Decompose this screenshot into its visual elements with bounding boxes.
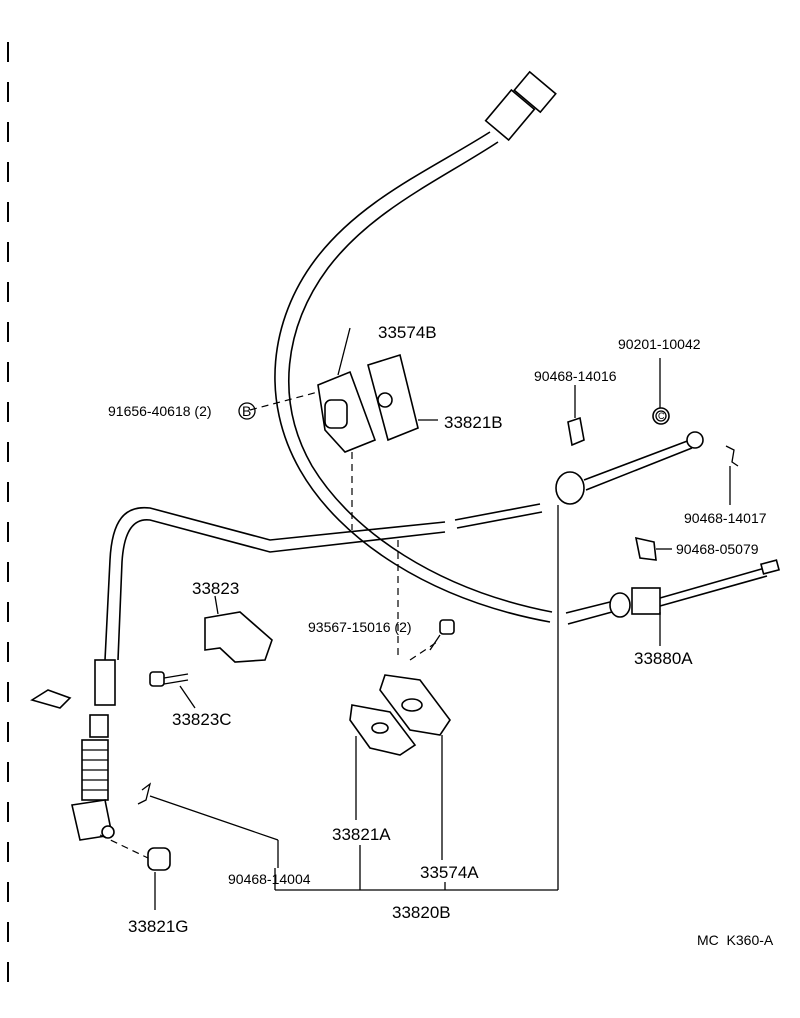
plate-33821B [367,353,419,442]
select-cable [104,431,704,661]
clip-90468-14004 [137,782,152,805]
label-91656-40618: 91656-40618 (2) [108,403,212,419]
label-90468-05079: 90468-05079 [676,541,759,557]
lever-33574A [379,674,451,736]
label-33574B: 33574B [378,323,437,342]
bolt-93567 [429,619,455,651]
bracket-33823 [204,611,273,663]
clip-90468-14017 [725,445,739,467]
marker-b: B [242,403,251,419]
bracket-33574B [317,370,377,453]
label-33821G: 33821G [128,917,189,936]
cable-end-eye [686,431,704,449]
label-33574A: 33574A [420,863,479,882]
label-33880A: 33880A [634,649,693,668]
label-93567-15016: 93567-15016 (2) [308,619,412,635]
shift-cable [274,70,613,625]
marker-b-circle [238,402,256,420]
label-90468-14016: 90468-14016 [534,368,617,384]
marker-c: C [658,411,665,421]
label-33821B: 33821B [444,413,503,432]
cable-end-fitting-top [484,88,536,142]
left-cable-end-assembly [71,659,116,841]
marker-c-circle [655,410,667,422]
plate-33821A [349,704,417,756]
nut-90201-10042 [652,407,670,425]
clip-90468-14016 [567,416,585,447]
label-33823C: 33823C [172,710,232,729]
label-90201-10042: 90201-10042 [618,336,701,352]
label-33823: 33823 [192,579,239,598]
clip-left [30,689,72,709]
cable-end-boot [555,471,585,505]
label-90468-14017: 90468-14017 [684,510,767,526]
cushion-33821G [147,847,171,871]
leader-lines [149,327,731,910]
catalog-code: MC K360-A [697,932,774,948]
cable-end-33880A [609,559,781,618]
label-33821A: 33821A [332,825,391,844]
label-33820B: 33820B [392,903,451,922]
label-90468-14004: 90468-14004 [228,871,311,887]
bolt-33823C [149,671,189,687]
cable-end-bracket-top [513,70,557,114]
clip-90468-05079 [634,536,657,561]
